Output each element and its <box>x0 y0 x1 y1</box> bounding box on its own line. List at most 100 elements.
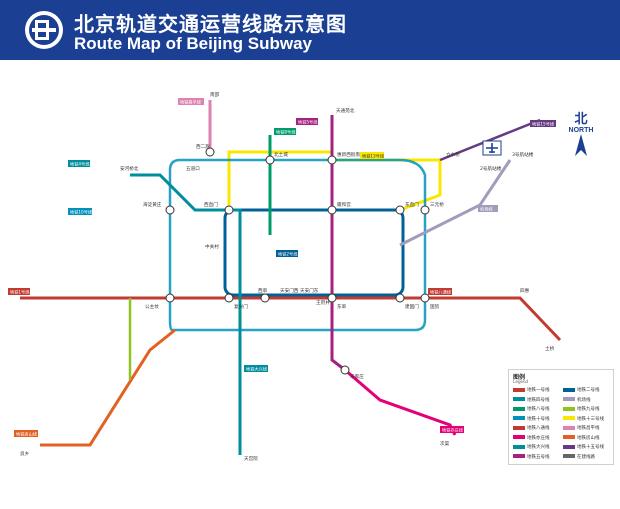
legend-label: 地铁四号线 <box>527 397 550 403</box>
label-yonghegong: 雍和宫 <box>337 201 351 208</box>
line4-route <box>130 173 242 455</box>
legend-label: 地铁八通线 <box>527 426 550 431</box>
station-beitucheng <box>265 155 275 165</box>
interchange-stations[interactable] <box>165 147 430 375</box>
label-tiangongyuan: 天宫院 <box>244 455 258 462</box>
badge-fangshan: 地铁房山线 <box>16 431 38 438</box>
legend-label: 地铁大兴线 <box>527 445 550 450</box>
label-jianguomen: 建国门 <box>405 303 419 310</box>
badge-changping: 地铁昌平线 <box>180 99 202 106</box>
subway-map[interactable]: 西直门 东直门 复兴门 建国门 公主坟 国贸 东单 西单 天安门西 天安门东 王… <box>0 60 620 509</box>
label-lishuiqiao: 立水桥 <box>446 151 460 158</box>
legend-label: 在建线路 <box>577 454 595 460</box>
badge-line10: 地铁10号线 <box>70 209 93 216</box>
fangshan-route <box>40 328 176 447</box>
legend-title-en: Legend <box>513 379 529 384</box>
badge-line5: 地铁5号线 <box>298 119 318 126</box>
legend-swatch <box>563 444 575 449</box>
legend-item: 地铁四号线 <box>513 397 550 404</box>
legend-label: 地铁一号线 <box>527 388 550 393</box>
line1-route <box>20 296 562 342</box>
legend-swatch <box>513 387 525 392</box>
legend-item: 地铁二号线 <box>563 387 600 394</box>
legend-label: 地铁二号线 <box>577 388 600 393</box>
legend-item: 地铁亦庄线 <box>513 435 550 442</box>
station-gongzhufen <box>165 293 175 303</box>
airplane-icon <box>482 140 502 156</box>
legend-item: 地铁十五号线 <box>563 444 604 451</box>
label-tiananmen-w: 天安门西 <box>280 287 299 294</box>
legend-label: 地铁房山线 <box>577 435 600 441</box>
station-dongzhimen <box>395 205 405 215</box>
legend-swatch <box>513 454 525 458</box>
legend-item: 地铁十号线 <box>513 416 550 423</box>
badge-line15: 地铁15号线 <box>532 121 555 128</box>
station-dongdan <box>327 293 337 303</box>
label-dongzhimen: 东直门 <box>405 201 419 208</box>
label-haidian: 海淀黄庄 <box>143 201 162 208</box>
station-haidian <box>165 205 175 215</box>
legend-item: 在建线路 <box>563 454 595 461</box>
station-jianguomen <box>395 293 405 303</box>
label-terminal3: 3号航站楼 <box>512 151 534 158</box>
legend-label: 地铁十号线 <box>527 416 550 422</box>
legend-swatch <box>563 387 575 392</box>
label-yizhuang: 次渠 <box>440 440 450 447</box>
label-xizhimen: 西直门 <box>204 201 218 208</box>
legend-label: 地铁十五号线 <box>577 445 604 450</box>
legend-swatch <box>563 425 575 430</box>
station-yonghegong <box>327 205 337 215</box>
label-xierqi: 西二旗 <box>196 143 210 150</box>
label-wangfujing: 王府井 <box>316 299 330 306</box>
badge-line8: 地铁8号线 <box>276 129 296 136</box>
legend-swatch <box>513 406 525 411</box>
legend-item: 地铁昌平线 <box>563 425 600 432</box>
header-bar: 北京轨道交通运营线路示意图 Route Map of Beijing Subwa… <box>0 0 620 60</box>
station-guomao <box>420 293 430 303</box>
legend-item: 机场线 <box>563 397 591 404</box>
station-xierqi <box>205 147 215 157</box>
legend-item: 地铁房山线 <box>563 435 600 442</box>
legend-label: 地铁九号线 <box>577 407 600 412</box>
legend-item: 地铁九号线 <box>563 406 600 413</box>
station-songjiazhuang <box>340 365 350 375</box>
label-xidan: 西单 <box>258 287 268 294</box>
legend-label: 机场线 <box>577 397 591 403</box>
legend-swatch <box>563 416 575 420</box>
legend-swatch <box>513 444 525 449</box>
beijing-subway-logo-icon <box>25 11 63 49</box>
label-huixinxijie: 惠新西街南口 <box>337 151 365 158</box>
compass: 北 NORTH <box>564 108 598 160</box>
station-fuxingmen <box>224 293 234 303</box>
label-wudaokou: 五道口 <box>186 165 200 172</box>
badge-batong: 地铁八通线 <box>430 289 452 296</box>
station-xidan <box>260 293 270 303</box>
station-xizhimen <box>224 205 234 215</box>
legend-swatch <box>513 397 525 401</box>
station-huixinxijie <box>327 155 337 165</box>
legend-swatch <box>563 454 575 458</box>
badge-line2: 地铁2号线 <box>278 251 298 258</box>
north-arrow-icon <box>575 134 587 156</box>
badge-yizhuang: 地铁亦庄线 <box>442 427 464 434</box>
station-sanyuanqiao <box>420 205 430 215</box>
label-songjiazhuang: 宋家庄 <box>350 373 364 380</box>
label-tiananmen-e: 天安门东 <box>300 287 319 294</box>
legend-item: 地铁五号线 <box>513 454 550 461</box>
label-guomao: 国贸 <box>430 303 440 310</box>
label-liangxiang: 良乡 <box>20 450 30 457</box>
label-fuxingmen: 复兴门 <box>234 303 248 310</box>
legend-title-cn: 图例 <box>513 374 526 381</box>
label-sihui: 四惠 <box>520 287 530 294</box>
label-anheqiao: 安河桥北 <box>120 165 139 172</box>
badge-airport: 机场线 <box>480 206 493 213</box>
compass-label-en: NORTH <box>568 127 594 134</box>
legend-swatch <box>563 435 575 439</box>
label-beitucheng: 北土城 <box>274 151 288 158</box>
line10-route <box>168 158 427 332</box>
legend-item: 地铁大兴线 <box>513 444 550 451</box>
badge-line13: 地铁13号线 <box>362 153 385 160</box>
legend-swatch <box>563 397 575 401</box>
legend-swatch <box>563 406 575 411</box>
line15-route <box>439 118 541 162</box>
